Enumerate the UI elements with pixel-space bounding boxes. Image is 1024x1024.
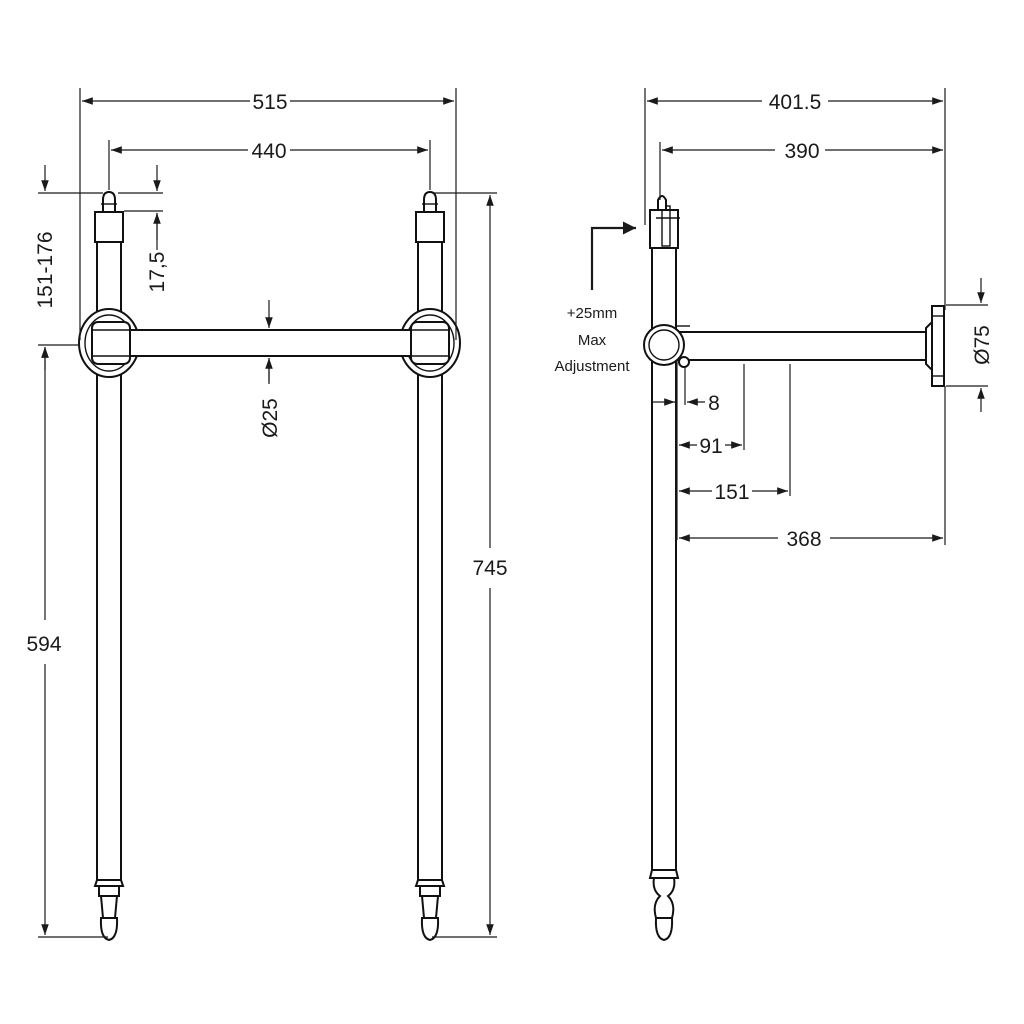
front-view: 515 440 151-176 17,5 bbox=[26, 88, 508, 942]
adjustment-note-line2: Max bbox=[578, 332, 607, 349]
dim-overall-width: 515 bbox=[79, 88, 457, 340]
offset-151-label: 151 bbox=[714, 481, 749, 504]
projection-label: 368 bbox=[786, 528, 821, 551]
dim-wall-plate-diameter: Ø75 bbox=[946, 278, 994, 412]
ring-joint bbox=[643, 324, 685, 366]
adjustment-arrow bbox=[590, 221, 636, 290]
dim-offset-91: 91 bbox=[679, 435, 742, 458]
rail-diameter-label: Ø25 bbox=[259, 398, 282, 438]
side-arm bbox=[675, 331, 927, 361]
leg-centres-label: 440 bbox=[251, 140, 286, 163]
wall-plate-diameter-label: Ø75 bbox=[971, 325, 994, 365]
lower-height-label: 594 bbox=[26, 633, 61, 656]
depth-to-cap-label: 390 bbox=[784, 140, 819, 163]
dim-projection: 368 bbox=[679, 528, 943, 551]
adjustment-note-line1: +25mm bbox=[567, 305, 617, 322]
dim-total-height: 745 bbox=[432, 192, 508, 938]
offset-8-label: 8 bbox=[708, 392, 720, 415]
dim-offset-8: 8 bbox=[652, 392, 720, 415]
dim-cap-height: 17,5 bbox=[118, 165, 169, 292]
overall-depth-label: 401.5 bbox=[769, 91, 822, 114]
left-leg bbox=[78, 190, 140, 942]
side-view: +25mm Max Adjustment 401.5 390 Ø75 bbox=[554, 88, 994, 942]
dim-offset-151: 151 bbox=[679, 481, 788, 504]
side-leg bbox=[648, 195, 680, 942]
dim-overall-depth: 401.5 bbox=[644, 88, 946, 310]
cross-rail bbox=[129, 329, 412, 357]
offset-91-label: 91 bbox=[699, 435, 722, 458]
right-leg bbox=[399, 190, 461, 942]
overall-width-label: 515 bbox=[252, 91, 287, 114]
adjustment-note-line3: Adjustment bbox=[554, 358, 630, 375]
dim-lower-height: 594 bbox=[26, 347, 108, 938]
dim-rail-diameter: Ø25 bbox=[259, 300, 282, 438]
height-adjust-label: 151-176 bbox=[34, 231, 57, 308]
total-height-label: 745 bbox=[472, 557, 507, 580]
cap-height-label: 17,5 bbox=[146, 252, 169, 293]
dim-depth-to-cap: 390 bbox=[659, 140, 943, 200]
dim-leg-centres: 440 bbox=[108, 140, 431, 190]
